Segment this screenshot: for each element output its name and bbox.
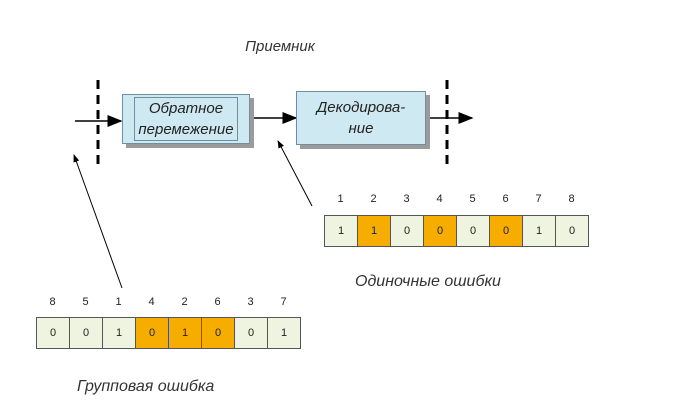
decode-block: Декодирова- ние xyxy=(296,91,426,145)
burst-index: 4 xyxy=(148,296,155,308)
burst-index: 6 xyxy=(214,296,221,308)
single-index: 4 xyxy=(436,193,443,205)
bit-cell: 1 xyxy=(168,317,202,349)
bit-cell: 0 xyxy=(135,317,169,349)
single-bits-row: 1 1 0 0 0 0 1 0 xyxy=(324,215,589,247)
bit-cell: 0 xyxy=(201,317,235,349)
single-index: 2 xyxy=(370,193,377,205)
burst-index: 5 xyxy=(82,296,89,308)
burst-error-label: Групповая ошибка xyxy=(77,378,215,395)
bit-cell: 0 xyxy=(555,215,589,247)
decode-line-2: ние xyxy=(348,120,374,137)
burst-index: 3 xyxy=(247,296,254,308)
burst-pointer-arrow xyxy=(73,154,123,289)
burst-index: 1 xyxy=(115,296,122,308)
decode-line-1: Декодирова- xyxy=(316,99,406,116)
single-index: 3 xyxy=(403,193,410,205)
deinterleave-line-1: Обратное xyxy=(148,100,224,117)
bit-cell: 0 xyxy=(423,215,457,247)
bit-cell: 0 xyxy=(456,215,490,247)
bit-cell: 0 xyxy=(234,317,268,349)
burst-bits-row: 0 0 1 0 1 0 0 1 xyxy=(36,317,301,349)
bit-cell: 1 xyxy=(522,215,556,247)
burst-index: 2 xyxy=(181,296,188,308)
single-index: 1 xyxy=(337,193,344,205)
deinterleave-line-2: перемежение xyxy=(138,121,234,138)
bit-cell: 0 xyxy=(489,215,523,247)
burst-indices: 8 5 1 4 2 6 3 7 xyxy=(36,296,300,308)
single-indices: 1 2 3 4 5 6 7 8 xyxy=(324,193,588,205)
single-index: 6 xyxy=(502,193,509,205)
bit-cell: 1 xyxy=(357,215,391,247)
receiver-title: Приемник xyxy=(245,38,315,55)
single-index: 8 xyxy=(568,193,575,205)
single-index: 7 xyxy=(535,193,542,205)
single-errors-label: Одиночные ошибки xyxy=(355,273,501,290)
bit-cell: 1 xyxy=(102,317,136,349)
bit-cell: 0 xyxy=(36,317,70,349)
bit-cell: 1 xyxy=(267,317,301,349)
bit-cell: 0 xyxy=(69,317,103,349)
burst-index: 7 xyxy=(280,296,287,308)
deinterleave-block: Обратное перемежение xyxy=(122,94,250,144)
single-pointer-arrow xyxy=(277,140,313,207)
bit-cell: 1 xyxy=(324,215,358,247)
bit-cell: 0 xyxy=(390,215,424,247)
single-index: 5 xyxy=(469,193,476,205)
burst-index: 8 xyxy=(49,296,56,308)
